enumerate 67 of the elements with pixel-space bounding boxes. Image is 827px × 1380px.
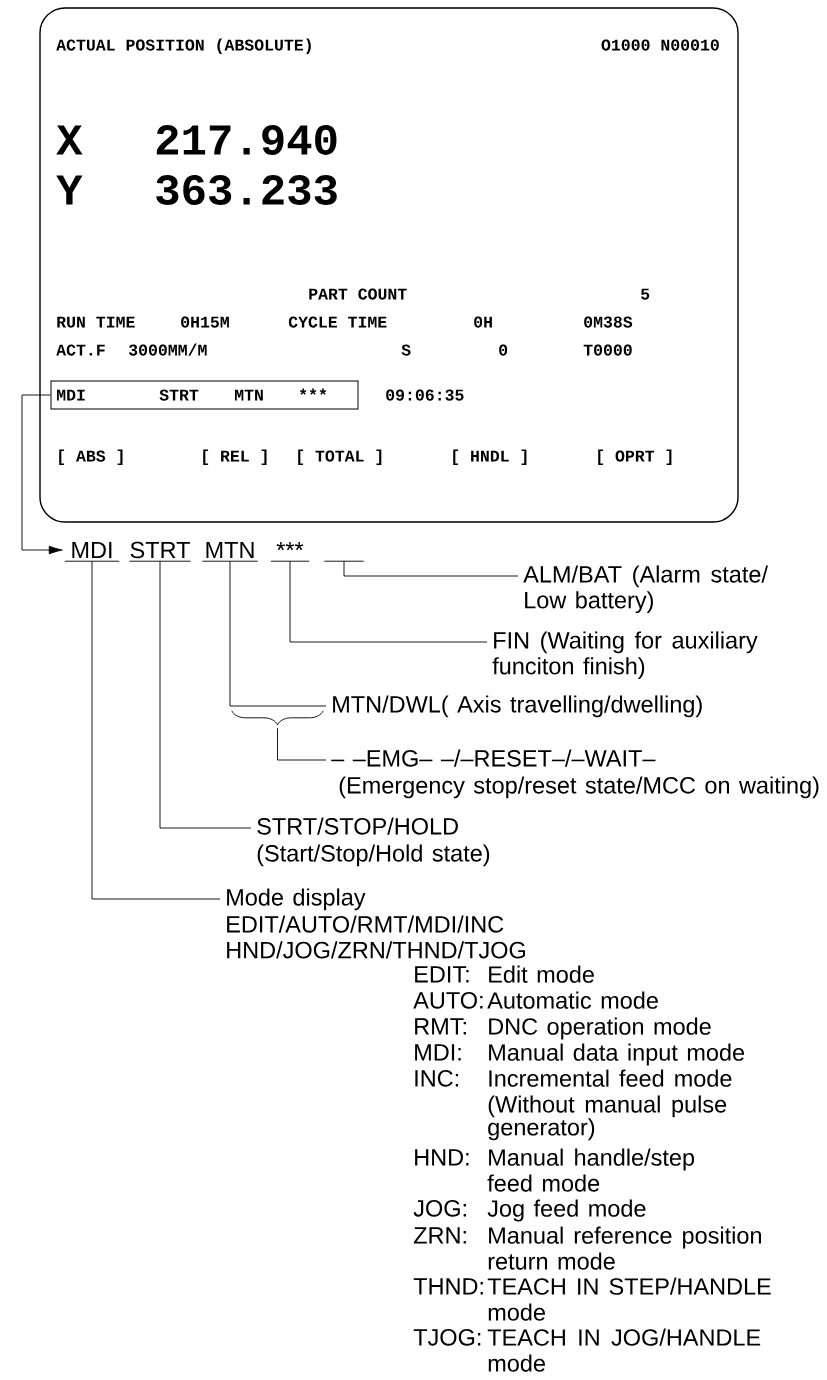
status-text: MDI bbox=[57, 389, 85, 401]
leader-line bbox=[343, 560, 519, 577]
leader-line bbox=[277, 727, 327, 761]
screen-text: 0M38S bbox=[584, 316, 633, 328]
softkey-label: [ REL ] bbox=[203, 449, 267, 465]
screen-text: ACT.F bbox=[56, 344, 105, 356]
status-code: *** bbox=[270, 541, 310, 562]
screen-text: S bbox=[401, 344, 411, 356]
status-text: STRT bbox=[159, 389, 199, 401]
softkey-label: [ TOTAL ] bbox=[298, 449, 382, 465]
screen-text: 0H15M bbox=[181, 316, 229, 328]
screen-text: 3000MM/M bbox=[128, 343, 207, 356]
screen-text: PART COUNT bbox=[309, 288, 407, 300]
status-code: MTN bbox=[201, 541, 259, 562]
screen-text: T0000 bbox=[583, 344, 632, 356]
mode-code: RMT: bbox=[415, 1018, 466, 1035]
mode-code: ZRN: bbox=[413, 1227, 466, 1244]
description-text: STRT/STOP/HOLD (Start/Stop/Hold state) bbox=[257, 817, 490, 867]
mode-description: DNC operation mode bbox=[489, 1017, 711, 1040]
mode-code: HND: bbox=[415, 1149, 469, 1166]
leader-line bbox=[91, 560, 221, 900]
status-text: *** bbox=[300, 388, 327, 395]
softkey-label: [ ABS ] bbox=[59, 449, 123, 465]
mode-description: Edit mode bbox=[489, 965, 594, 983]
mode-description: Manual handle/step feed mode bbox=[487, 1148, 695, 1192]
underline bbox=[323, 560, 365, 562]
status-code: MDI bbox=[64, 541, 120, 562]
mode-description: Incremental feed mode (Without manual pulse generator) bbox=[488, 1069, 732, 1141]
mode-description: Automatic mode bbox=[487, 991, 658, 1009]
leader-line bbox=[229, 560, 327, 707]
axis-name: X bbox=[56, 125, 83, 155]
screen-text: 0 bbox=[499, 344, 508, 356]
description-text: ALM/BAT (Alarm state/ Low battery) bbox=[523, 565, 768, 614]
position-value: 363.233 bbox=[156, 175, 337, 205]
status-code: STRT bbox=[128, 541, 192, 562]
mode-code: AUTO: bbox=[413, 992, 483, 1009]
screen-heading: ACTUAL POSITION (ABSOLUTE) bbox=[56, 38, 311, 54]
mode-code: TJOG: bbox=[413, 1329, 481, 1346]
leader-line bbox=[289, 560, 488, 643]
mode-code: MDI: bbox=[415, 1044, 461, 1061]
softkey-label: [ HNDL ] bbox=[453, 449, 527, 465]
program-number: O1000 N00010 bbox=[601, 39, 719, 51]
leader-line bbox=[159, 560, 252, 829]
position-value: 217.940 bbox=[156, 125, 337, 155]
mode-code: JOG: bbox=[413, 1200, 466, 1217]
mode-code: INC: bbox=[415, 1070, 459, 1087]
mode-code: EDIT: bbox=[415, 966, 469, 983]
mode-description: Manual data input mode bbox=[489, 1043, 745, 1066]
mode-description: TEACH IN JOG/HANDLE mode bbox=[487, 1328, 761, 1372]
description-text: MTN/DWL( Axis travelling/dwelling) bbox=[333, 695, 702, 718]
mode-description: TEACH IN STEP/HANDLE mode bbox=[487, 1277, 771, 1321]
brace bbox=[231, 710, 324, 726]
screen-text: 5 bbox=[641, 288, 650, 300]
axis-name: Y bbox=[56, 175, 83, 205]
clock-time: 09:06:35 bbox=[386, 389, 464, 401]
mode-description: Manual reference position return mode bbox=[488, 1226, 761, 1270]
description-text: Mode display EDIT/AUTO/RMT/MDI/INC HND/JOG/ZRN/THND/TJOG bbox=[227, 888, 525, 959]
description-text: FIN (Waiting for auxiliary funciton finish) bbox=[492, 631, 758, 680]
softkey-label: [ OPRT ] bbox=[598, 449, 672, 465]
status-text: MTN bbox=[235, 389, 263, 401]
screen-text: RUN TIME bbox=[57, 316, 135, 328]
mode-description: Jog feed mode bbox=[487, 1199, 646, 1222]
mode-code: THND: bbox=[413, 1278, 483, 1295]
screen-text: 0H bbox=[474, 316, 492, 328]
screen-text: CYCLE TIME bbox=[288, 316, 387, 328]
leader-line bbox=[21, 394, 63, 555]
description-text: – –EMG– –/–RESET–/–WAIT– (Emergency stop/reset state/MCC on waiting) bbox=[331, 749, 819, 799]
